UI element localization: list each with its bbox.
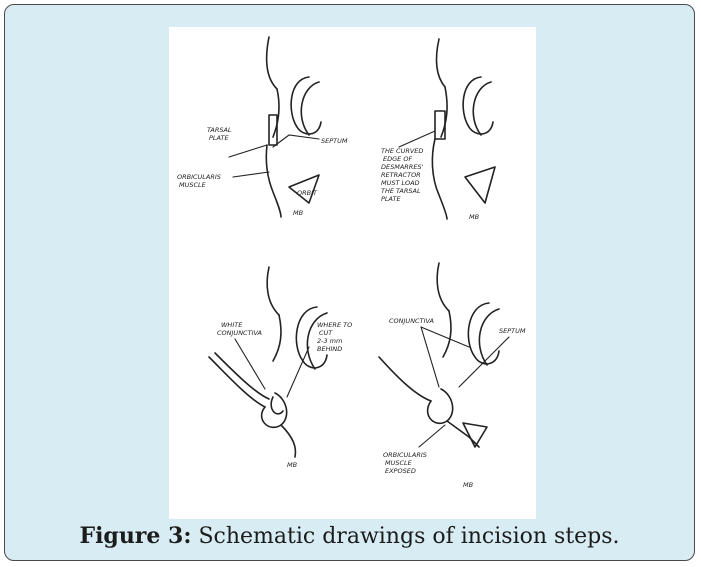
- label-where-to: WHERE TO: [317, 321, 352, 329]
- lid-outer: [443, 311, 451, 357]
- muscle-leader: [233, 172, 269, 177]
- eyeball-inner: [473, 82, 491, 135]
- figure-container: TARSAL PLATE SEPTUM ORBICULARIS MUSCLE O…: [4, 4, 695, 561]
- label-behind: BEHIND: [317, 345, 342, 353]
- retractor-handle: [379, 357, 431, 401]
- muscle-leader: [419, 425, 445, 447]
- tarsal-leader: [229, 145, 267, 157]
- septum-leader: [273, 135, 319, 147]
- label-retractor: RETRACTOR: [381, 171, 421, 179]
- panel-bottom-right: CONJUNCTIVA SEPTUM ORBICULARIS MUSCLE EX…: [379, 263, 526, 489]
- caption-text: Schematic drawings of incision steps.: [191, 524, 619, 549]
- conjunctiva-leader-2: [421, 327, 469, 347]
- label-desmarres: DESMARRES': [381, 163, 424, 171]
- lid-outer: [273, 315, 281, 361]
- eyeball-outline: [463, 77, 493, 134]
- label-conjunctiva: CONJUNCTIVA: [389, 317, 434, 325]
- brow-line: [267, 37, 277, 89]
- figure-caption: Figure 3: Schematic drawings of incision…: [5, 523, 694, 549]
- cut-leader: [287, 347, 309, 397]
- label-muscle: MUSCLE: [179, 181, 207, 189]
- label-tarsal: TARSAL: [207, 126, 232, 134]
- incision-sketches: TARSAL PLATE SEPTUM ORBICULARIS MUSCLE O…: [169, 27, 536, 519]
- caption-label: Figure 3:: [79, 523, 191, 549]
- label-septum: SEPTUM: [321, 137, 348, 145]
- signature: MB: [293, 209, 304, 217]
- lid-lower: [432, 139, 447, 219]
- label-curved: THE CURVED: [381, 147, 423, 155]
- label-septum: SEPTUM: [499, 327, 526, 335]
- label-plate: PLATE: [209, 134, 229, 142]
- signature: MB: [469, 213, 480, 221]
- lid-eversion: [428, 389, 453, 423]
- orbit-rim: [465, 167, 495, 203]
- eyeball-inner: [301, 82, 319, 135]
- label-orbicularis: ORBICULARIS: [177, 173, 221, 181]
- label-conjunctiva: CONJUNCTIVA: [217, 329, 262, 337]
- signature: MB: [287, 461, 298, 469]
- label-cut: CUT: [319, 329, 333, 337]
- septum-leader: [459, 337, 509, 387]
- schematic-drawing: TARSAL PLATE SEPTUM ORBICULARIS MUSCLE O…: [169, 27, 536, 519]
- lid-eversion: [262, 393, 287, 427]
- lid-outer: [441, 87, 447, 137]
- brow-line: [267, 267, 279, 315]
- lid-lower: [281, 425, 295, 457]
- label-must-load: MUST LOAD: [381, 179, 420, 187]
- retractor-handle-2: [215, 353, 269, 399]
- panel-bottom-left: WHITE CONJUNCTIVA WHERE TO CUT 2-3 mm BE…: [209, 267, 352, 469]
- panel-top-left: TARSAL PLATE SEPTUM ORBICULARIS MUSCLE O…: [177, 37, 348, 217]
- label-white: WHITE: [221, 321, 243, 329]
- label-the-tarsal: THE TARSAL: [381, 187, 421, 195]
- label-edge-of: EDGE OF: [383, 155, 412, 163]
- lid-outer: [273, 89, 279, 137]
- signature: MB: [463, 481, 474, 489]
- label-2-3mm: 2-3 mm: [317, 337, 342, 345]
- label-muscle: MUSCLE: [385, 459, 413, 467]
- retractor-leader: [399, 131, 435, 147]
- lid-lower: [266, 145, 281, 217]
- label-orbit: ORBIT: [297, 189, 318, 197]
- retractor-handle: [209, 357, 265, 407]
- tarsal-fold: [271, 397, 283, 414]
- retractor-blade: [435, 111, 445, 139]
- eyeball-outline: [468, 303, 499, 364]
- eyeball-outline: [291, 77, 321, 134]
- brow-line: [437, 263, 449, 311]
- label-plate: PLATE: [381, 195, 401, 203]
- brow-line: [437, 39, 445, 87]
- label-exposed: EXPOSED: [385, 467, 416, 475]
- panel-top-right: THE CURVED EDGE OF DESMARRES' RETRACTOR …: [381, 39, 495, 221]
- conjunctiva-leader: [421, 327, 439, 387]
- conjunctiva-leader: [235, 339, 265, 389]
- label-orbicularis: ORBICULARIS: [383, 451, 427, 459]
